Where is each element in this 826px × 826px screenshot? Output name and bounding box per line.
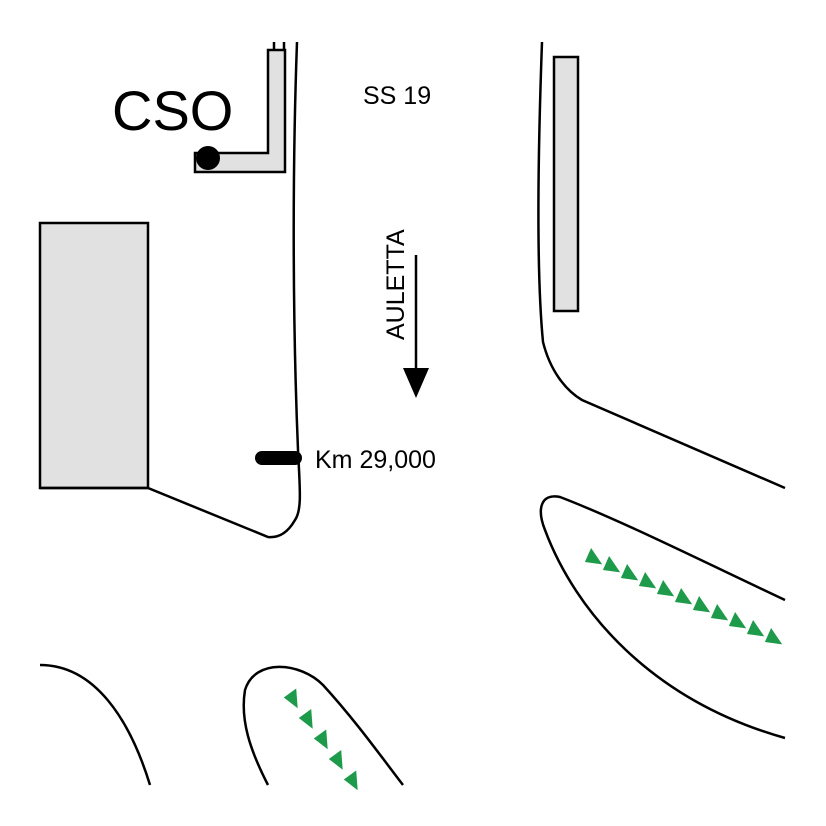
hedge-triangle-icon <box>764 628 783 645</box>
km-label: Km 29,000 <box>315 446 436 474</box>
cso-label: CSO <box>112 79 233 142</box>
building-right-strip <box>552 55 580 313</box>
direction-label: AULETTA <box>382 229 410 340</box>
hedge-south <box>283 688 358 791</box>
hedge-triangle-icon <box>674 588 693 605</box>
cso-dot-icon <box>196 146 220 170</box>
hedge-triangle-icon <box>710 604 729 621</box>
hedge-triangle-icon <box>298 709 313 729</box>
hedge-triangle-icon <box>328 750 343 770</box>
hedge-triangle-icon <box>728 612 747 629</box>
hedge-triangle-icon <box>656 580 675 597</box>
road-edge-east <box>537 41 786 490</box>
road-name-label: SS 19 <box>363 82 431 110</box>
arrow-down-icon <box>403 368 429 398</box>
road-edge-west <box>40 41 302 539</box>
hedge-triangle-icon <box>283 688 298 709</box>
island-south <box>242 665 404 786</box>
hedge-triangle-icon <box>692 596 711 613</box>
hedge-triangle-icon <box>313 729 328 750</box>
hedge-east <box>584 548 783 645</box>
curb-southwest <box>39 663 152 786</box>
building-left <box>38 221 150 490</box>
hedge-triangle-icon <box>584 548 603 565</box>
hedge-triangle-icon <box>620 564 639 581</box>
island-east <box>539 495 786 740</box>
hedge-triangle-icon <box>638 572 657 589</box>
hedge-triangle-icon <box>343 770 358 791</box>
hedge-triangle-icon <box>602 556 621 573</box>
hedge-triangle-icon <box>746 620 765 637</box>
cso-building-notch <box>272 42 286 50</box>
